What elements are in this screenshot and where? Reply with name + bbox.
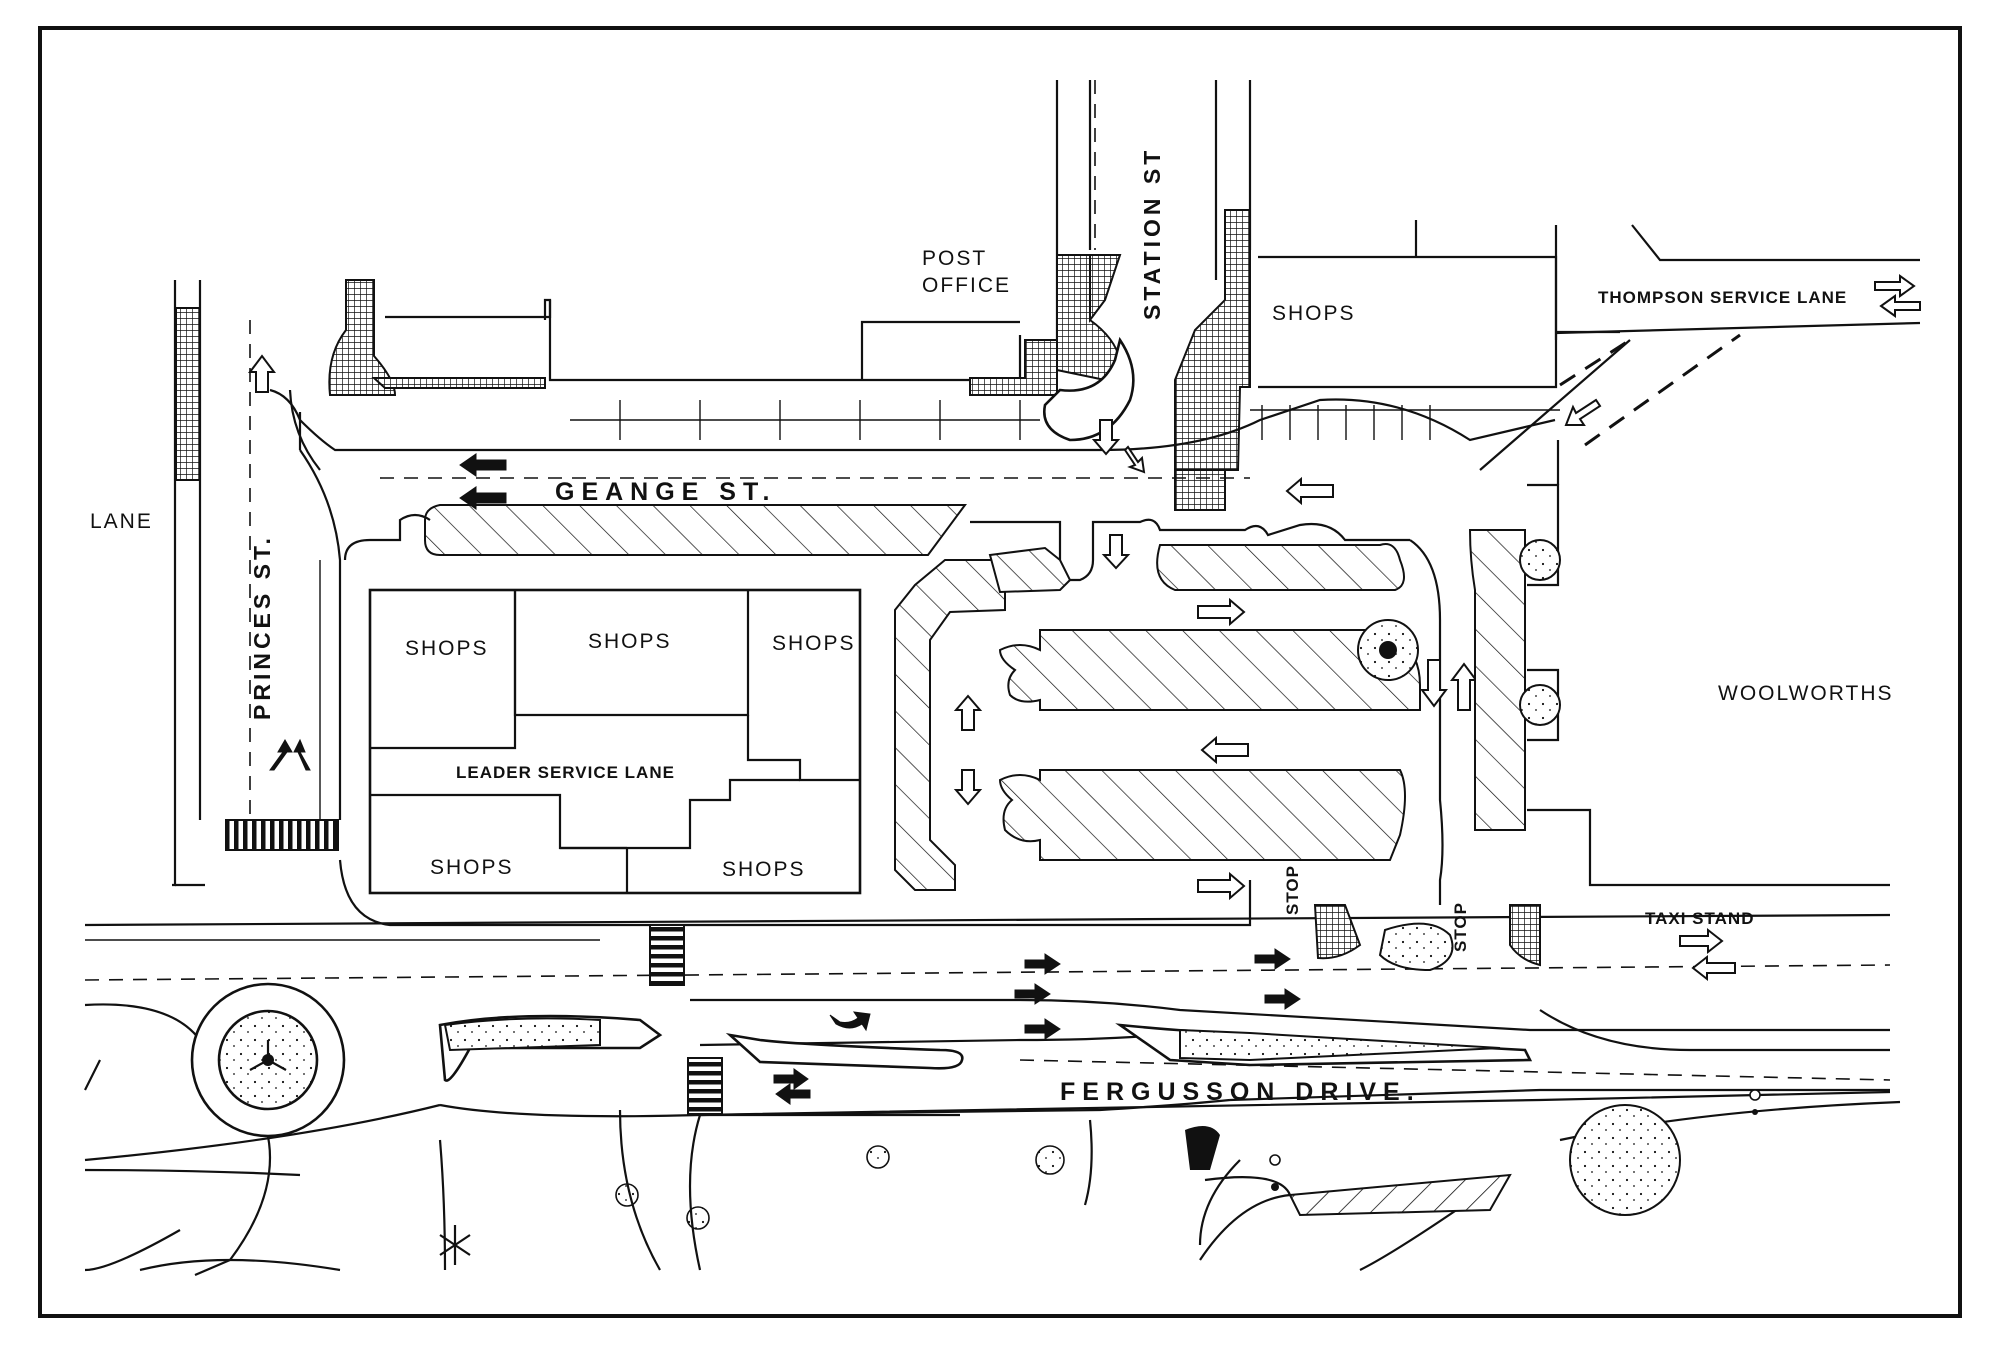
stop-label-2: STOP xyxy=(1451,902,1470,952)
arrow-icon xyxy=(1254,948,1291,970)
arrow-icon xyxy=(248,354,276,393)
arrow-icon xyxy=(1091,419,1121,456)
arrow-icon xyxy=(1879,294,1921,318)
fergusson-drive-label: FERGUSSON DRIVE. xyxy=(1060,1078,1421,1106)
fergusson-pedestrian-crossing-south xyxy=(687,1057,723,1115)
arrow-icon xyxy=(1200,735,1249,765)
arrow-icon xyxy=(1264,988,1301,1010)
arrow-icon xyxy=(459,486,507,510)
tree-icon xyxy=(1569,1104,1681,1216)
shops-label-3: SHOPS xyxy=(772,632,856,655)
leader-service-lane-label: LEADER SERVICE LANE xyxy=(456,763,675,782)
tree-icon xyxy=(1035,1145,1065,1175)
arrow-icon xyxy=(829,1011,871,1032)
princes-st-label: PRINCES ST. xyxy=(249,534,275,720)
tree-icon xyxy=(866,1145,890,1169)
fergusson-pedestrian-crossing-north xyxy=(649,924,685,986)
roundabout-icon xyxy=(190,982,346,1138)
arrow-icon xyxy=(775,1083,811,1105)
station-shops-label: SHOPS xyxy=(1272,302,1356,325)
taxi-stand-label: TAXI STAND xyxy=(1645,909,1754,928)
arrow-icon xyxy=(1564,398,1602,426)
tree-icon xyxy=(1519,684,1561,726)
shops-label-1: SHOPS xyxy=(405,637,489,660)
south-landscaping xyxy=(439,1089,1761,1271)
arrow-icon xyxy=(1285,476,1334,506)
arrow-icon xyxy=(1123,445,1146,474)
post-office-label-line1: POST xyxy=(922,247,987,270)
arrow-icon xyxy=(269,739,293,771)
thompson-lane xyxy=(1479,333,1741,471)
arrow-icon xyxy=(459,453,507,477)
arrow-icon xyxy=(1679,927,1724,955)
arrow-icon xyxy=(1197,597,1246,627)
tree-icon xyxy=(439,1225,471,1265)
arrow-icon xyxy=(953,769,983,806)
princes-street: PRINCES ST. LANE xyxy=(90,320,342,851)
arrow-icon xyxy=(1024,1018,1061,1040)
arrow-icon xyxy=(1450,662,1478,711)
arrow-icon xyxy=(773,1068,809,1090)
station-street-footpaths xyxy=(969,209,1251,511)
woolworths: WOOLWORTHS xyxy=(1468,440,1894,887)
top-labels: POST OFFICE STATION ST SHOPS THOMPSON SE… xyxy=(922,147,1847,325)
post-office-label-line2: OFFICE xyxy=(922,274,1011,297)
central-shops-block: SHOPS SHOPS SHOPS LEADER SERVICE LANE SH… xyxy=(338,513,880,927)
arrow-icon xyxy=(1024,953,1061,975)
woolworths-label: WOOLWORTHS xyxy=(1718,682,1894,705)
arrow-icon xyxy=(953,694,983,731)
fergusson-drive: FERGUSSON DRIVE. TAXI STAND STOP xyxy=(84,274,1921,1277)
tree-icon xyxy=(1519,539,1561,581)
geange-st-label: GEANGE ST. xyxy=(555,478,776,506)
shops-label-5: SHOPS xyxy=(722,858,806,881)
princes-pedestrian-crossing xyxy=(225,819,339,851)
arrow-icon xyxy=(1101,534,1131,570)
geange-street: GEANGE ST. xyxy=(269,388,1560,556)
map-frame xyxy=(38,26,1962,1318)
station-st-label: STATION ST xyxy=(1139,147,1165,320)
arrow-icon xyxy=(1691,954,1736,982)
shops-label-2: SHOPS xyxy=(588,630,672,653)
arrow-icon xyxy=(1874,274,1916,298)
arrow-icon xyxy=(293,738,311,771)
stop-label-1: STOP xyxy=(1283,865,1302,915)
tree-icon xyxy=(615,1183,639,1207)
north-buildings xyxy=(172,80,1921,887)
tree-icon xyxy=(1357,619,1419,681)
shops-label-4: SHOPS xyxy=(430,856,514,879)
arrow-icon xyxy=(1014,983,1051,1005)
central-car-park: STOP xyxy=(880,419,1478,927)
thompson-service-lane-label: THOMPSON SERVICE LANE xyxy=(1598,288,1847,307)
lane-label: LANE xyxy=(90,510,153,533)
arrow-icon xyxy=(1197,871,1246,901)
arrow-icon xyxy=(1420,659,1448,708)
